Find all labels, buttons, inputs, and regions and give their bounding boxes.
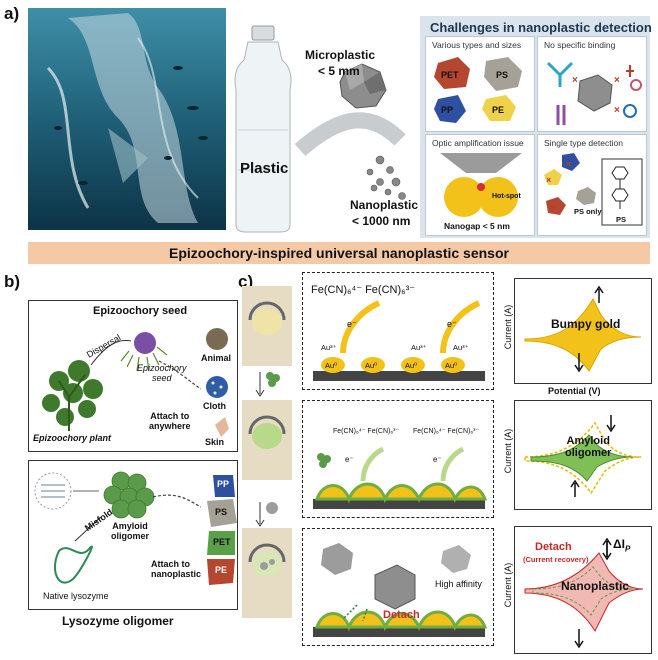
- redox-label-2a: Fe(CN)₆⁴⁻ Fe(CN)₆³⁻: [333, 428, 400, 435]
- cell-title-binding: No specific binding: [544, 40, 616, 50]
- electron-label-1a: e⁻: [347, 319, 357, 329]
- ps-only-label: PS only: [574, 207, 602, 216]
- au3-label-1: Au³⁺: [321, 343, 337, 352]
- skin-label: Skin: [205, 437, 225, 447]
- au0-label-3: Au⁰: [405, 361, 418, 370]
- delta-ip-main: ΔI: [613, 537, 625, 551]
- delta-ip-sub: P: [624, 544, 631, 554]
- panel-a-letter: a): [4, 4, 20, 23]
- redox-label-1: Fe(CN)₆⁴⁻ Fe(CN)₆³⁻: [311, 284, 416, 296]
- hotspot-label: Hot-spot: [492, 193, 521, 200]
- detach-label: Detach: [383, 609, 420, 621]
- plastic-bottle-illustration: [230, 20, 420, 235]
- electron-label-2: e⁻: [345, 455, 354, 464]
- type-pet: PET: [441, 70, 459, 80]
- microplastic-title: Microplastic: [305, 48, 376, 62]
- au3-label-2: Au³⁺: [411, 343, 427, 352]
- graph1-xlabel: Potential (V): [548, 386, 601, 396]
- plant-label: Epizoochory plant: [33, 433, 112, 443]
- lysozyme-box: Misfold Amyloid oligomer Native lysozyme…: [28, 460, 238, 610]
- au0-label-2: Au⁰: [365, 361, 378, 370]
- svg-text:×: ×: [546, 175, 551, 185]
- redox-label-2b: Fe(CN)₆⁴⁻ Fe(CN)₆³⁻: [413, 428, 480, 435]
- seed-box-title: Epizoochory seed: [93, 305, 188, 317]
- svg-text:×: ×: [566, 159, 571, 169]
- amyloid-oligomer-label: Amyloid oligomer: [565, 435, 612, 459]
- plastic-label: Plastic: [240, 160, 289, 177]
- nanoplastic-title: Nanoplastic: [350, 198, 419, 212]
- ps-label: PS: [616, 215, 627, 224]
- svg-text:×: ×: [550, 203, 555, 213]
- cloth-label: Cloth: [203, 401, 226, 411]
- lysozyme-title: Lysozyme oligomer: [62, 614, 174, 628]
- cell-title-types: Various types and sizes: [432, 40, 522, 50]
- ocean-plastic-photo: [28, 8, 226, 230]
- type-pe: PE: [492, 105, 504, 115]
- cell-title-single: Single type detection: [544, 138, 623, 148]
- nanogap-label: Nanogap < 5 nm: [444, 221, 510, 231]
- graph3-detach-label: Detach: [535, 541, 572, 553]
- panel-b-letter: b): [4, 272, 21, 291]
- electrode-step-2: [242, 400, 292, 480]
- graph2-ylabel: Current (A): [503, 428, 513, 474]
- nano-type-ps: PS: [215, 507, 228, 517]
- high-affinity-label: High affinity: [435, 579, 482, 589]
- svg-text:×: ×: [572, 75, 578, 86]
- electrode-step-3: [242, 528, 292, 618]
- challenge-cell-optic: Optic amplification issue Hot-spot Nanog…: [425, 134, 535, 236]
- seed-label: Epizoochory seed: [137, 363, 187, 384]
- epizoochory-seed-box: Epizoochory seed Dispersal Epizoochory s…: [28, 300, 238, 452]
- attach-anywhere-label: Attach to anywhere: [149, 411, 191, 432]
- svg-text:×: ×: [614, 105, 620, 116]
- challenges-title: Challenges in nanoplastic detection: [430, 20, 652, 35]
- bumpy-gold-label: Bumpy gold: [551, 317, 621, 331]
- bumpy-gold-scheme: Fe(CN)₆⁴⁻ Fe(CN)₆³⁻ e⁻ e⁻ Au³⁺ Au³⁺ Au³⁺…: [302, 272, 494, 390]
- current-recovery-label: (Current recovery): [523, 555, 589, 564]
- attach-nanoplastic-label: Attach to nanoplastic: [151, 559, 202, 580]
- svg-text:×: ×: [614, 75, 620, 86]
- nanoplastic-size: < 1000 nm: [352, 214, 411, 228]
- au3-label-3: Au³⁺: [453, 343, 469, 352]
- cv-graph-bumpy-gold: Bumpy gold: [514, 278, 652, 384]
- nano-type-pp: PP: [217, 479, 230, 489]
- au0-label-1: Au⁰: [325, 361, 338, 370]
- microplastic-size: < 5 mm: [318, 64, 360, 78]
- electrode-step-1: [242, 286, 292, 366]
- cv-graph-nanoplastic: Detach (Current recovery) ΔIP Nanoplasti…: [514, 526, 652, 654]
- challenge-cell-binding: No specific binding × × ×: [537, 36, 647, 132]
- challenge-cell-types: Various types and sizes PET PS PP PE: [425, 36, 535, 132]
- graph3-ylabel: Current (A): [503, 562, 513, 608]
- electron-label-3: e⁻: [433, 455, 442, 464]
- animal-label: Animal: [201, 353, 232, 363]
- nanoplastic-scheme: Detach High affinity: [302, 528, 494, 646]
- nano-type-pet: PET: [213, 537, 231, 547]
- delta-ip-label: ΔIP: [613, 537, 630, 553]
- graph1-ylabel: Current (A): [503, 304, 513, 350]
- sensor-banner: Epizoochory-inspired universal nanoplast…: [28, 242, 650, 264]
- amyloid-label: Amyloid oligomer: [111, 521, 150, 542]
- type-ps: PS: [496, 70, 508, 80]
- cell-title-optic: Optic amplification issue: [432, 138, 524, 148]
- type-pp: PP: [441, 105, 453, 115]
- au0-label-4: Au⁰: [445, 361, 458, 370]
- step-arrows: [255, 372, 280, 527]
- native-lysozyme-label: Native lysozyme: [43, 591, 109, 601]
- nano-type-pe: PE: [215, 565, 228, 575]
- electron-label-1b: e⁻: [447, 319, 457, 329]
- cv-graph-amyloid: Amyloid oligomer: [514, 400, 652, 510]
- amyloid-scheme: Fe(CN)₆⁴⁻ Fe(CN)₆³⁻ Fe(CN)₆⁴⁻ Fe(CN)₆³⁻ …: [302, 400, 494, 518]
- challenge-cell-single: Single type detection × × × PS only PS: [537, 134, 647, 236]
- nanoplastic-graph-label: Nanoplastic: [561, 579, 630, 593]
